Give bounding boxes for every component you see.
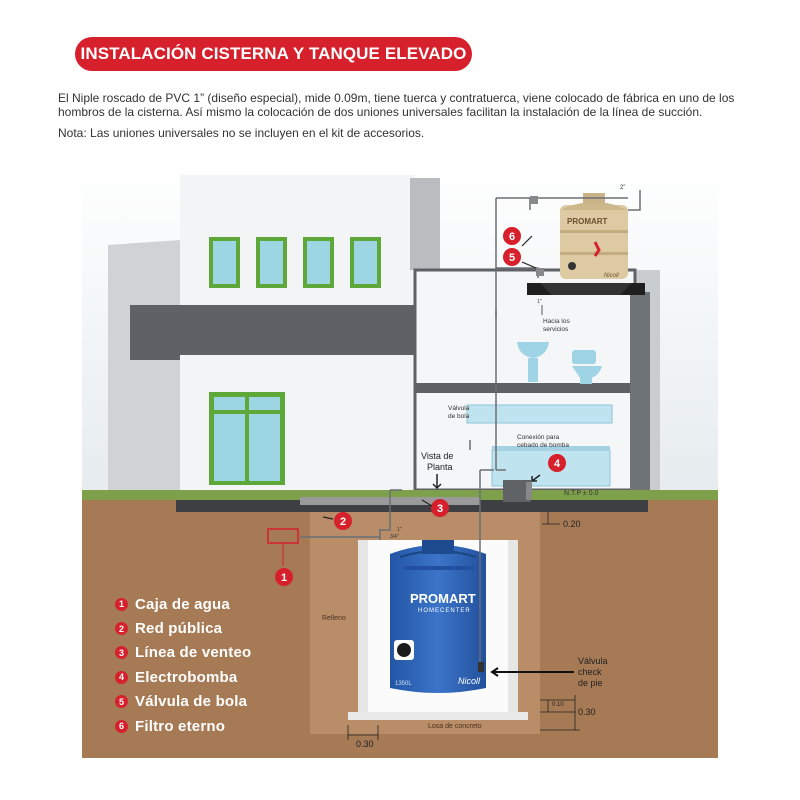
svg-text:1: 1 (281, 572, 287, 584)
vista-label-2: Planta (427, 462, 453, 472)
legend-number: 1 (115, 597, 128, 611)
marker-2: 2 (334, 512, 352, 530)
check-valve (478, 662, 484, 672)
house-band (130, 305, 430, 360)
cistern-capacity: 1350L (395, 681, 412, 687)
legend-item: 6 Filtro eterno (115, 714, 251, 738)
valvula-bola-label-1: Válvula (448, 405, 470, 412)
relleno-label: Relleno (322, 615, 346, 622)
legend-item: 1 Caja de agua (115, 592, 251, 616)
svg-text:5: 5 (509, 252, 515, 264)
house-side-shade (410, 178, 440, 270)
legend-item: 5 Válvula de bola (115, 690, 251, 714)
lower-window (209, 392, 285, 485)
note-text: Nota: Las uniones universales no se incl… (58, 126, 425, 140)
dim-0-10: 0.10 (552, 702, 564, 708)
cistern-brand-sub: HOMECENTER (418, 608, 471, 614)
description-text: El Niple roscado de PVC 1” (diseño espec… (58, 91, 735, 119)
check-arrow (490, 667, 574, 677)
legend-item: 3 Línea de venteo (115, 641, 251, 665)
legend-number: 6 (115, 719, 128, 733)
legend-number: 2 (115, 622, 128, 636)
vista-arrow (432, 474, 442, 490)
legend-number: 4 (115, 670, 128, 684)
page-title: INSTALACIÓN CISTERNA Y TANQUE ELEVADO (75, 37, 472, 71)
legend-label: Red pública (135, 620, 223, 638)
three-quarter-label: 3/4" (390, 534, 399, 540)
dimension-lines (347, 512, 580, 740)
check-label-2: check (578, 667, 602, 677)
legend-label: Caja de agua (135, 595, 230, 613)
hacia-label-1: Hacia los (543, 318, 570, 325)
marker-6: 6 (503, 227, 521, 245)
legend-number: 5 (115, 695, 128, 709)
check-label-3: de pie (578, 678, 603, 688)
legend-label: Línea de venteo (135, 644, 252, 662)
check-label-1: Válvula (578, 656, 608, 666)
tank-nicoll: Nicoll (604, 273, 619, 279)
legend-item: 4 Electrobomba (115, 665, 251, 689)
legend-number: 3 (115, 646, 128, 660)
dim-0-30-bottom: 0.30 (356, 739, 374, 749)
interior-floor (415, 383, 635, 393)
conexion-label-2: cebado de bomba (517, 442, 569, 449)
svg-text:6: 6 (509, 231, 515, 243)
toilet-icon (572, 350, 602, 384)
vista-label-1: Vista de (421, 451, 453, 461)
two-inch-label: 2" (620, 185, 625, 191)
upper-windows (209, 237, 381, 288)
legend-label: Válvula de bola (135, 693, 248, 711)
one-inch-label-b: 1" (537, 299, 542, 305)
cistern-nicoll: Nicoll (458, 676, 481, 686)
concrete-slab (348, 712, 528, 720)
grass-line (82, 490, 718, 500)
svg-text:2: 2 (340, 516, 346, 528)
losa-label: Losa de concreto (428, 723, 482, 730)
electrobomba (503, 480, 531, 502)
marker-3: 3 (431, 499, 449, 517)
back-building (108, 240, 180, 490)
marker-1: 1 (275, 568, 293, 586)
legend: 1 Caja de agua 2 Red pública 3 Línea de … (115, 592, 251, 738)
valvula-bola-label-2: de bola (448, 413, 470, 420)
svg-text:4: 4 (554, 458, 561, 470)
marker-4: 4 (548, 454, 566, 472)
dim-0-30-right: 0.30 (578, 707, 596, 717)
one-inch-label-a: 1" (397, 527, 402, 533)
cistern-brand: PROMART (410, 591, 476, 606)
legend-label: Electrobomba (135, 668, 238, 686)
ntp-label: N.T.P ± 0.0 (564, 490, 599, 497)
cistern-tank (390, 540, 486, 693)
conexion-label-1: Conexión para (517, 434, 560, 441)
legend-label: Filtro eterno (135, 717, 226, 735)
right-wall (630, 292, 650, 490)
hacia-label-2: servicios (543, 326, 569, 333)
tank-brand: PROMART (567, 217, 608, 226)
marker-5: 5 (503, 248, 521, 266)
dim-0-20: 0.20 (563, 519, 581, 529)
legend-item: 2 Red pública (115, 616, 251, 640)
svg-text:3: 3 (437, 503, 443, 515)
sink-icon (517, 342, 549, 382)
